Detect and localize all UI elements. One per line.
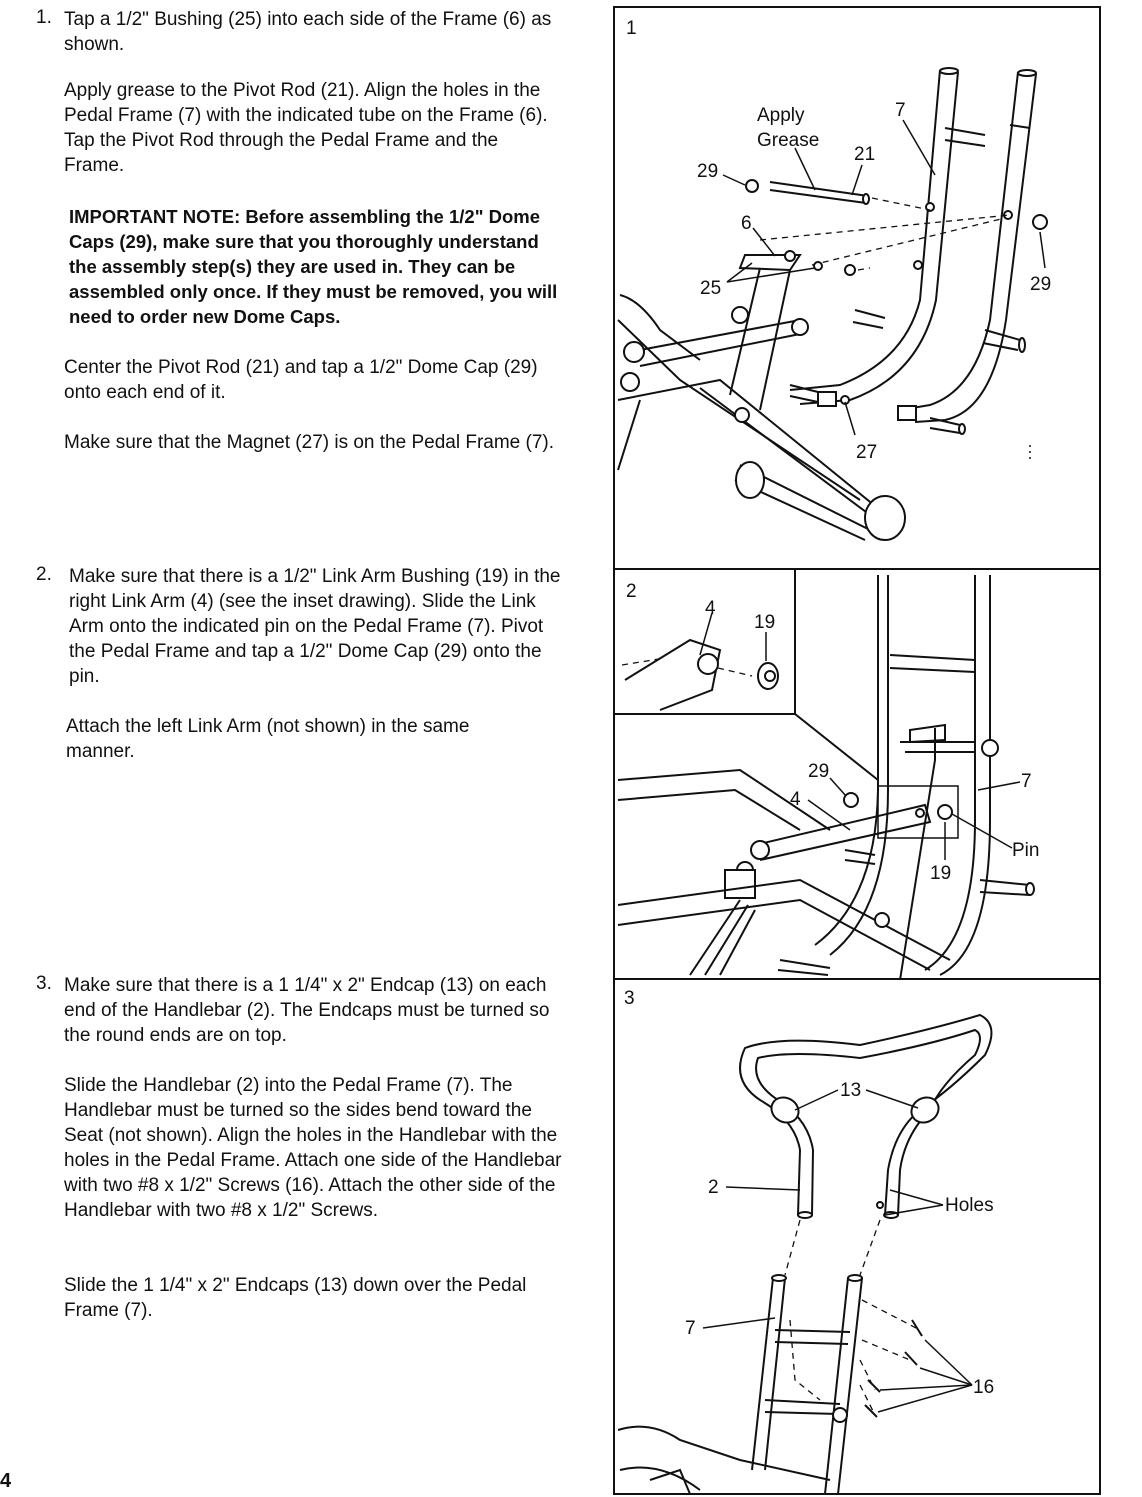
fig2-label-19-inset: 19: [754, 612, 775, 633]
important-note: IMPORTANT NOTE: Before assembling the 1/…: [69, 206, 558, 327]
fig3-label-13: 13: [840, 1080, 861, 1101]
fig1-label-6: 6: [741, 213, 752, 234]
figure-3-number: 3: [624, 988, 635, 1009]
step-1-para-4: Make sure that the Magnet (27) is on the…: [64, 432, 555, 453]
page-number: 4: [0, 1470, 12, 1492]
fig1-label-29-right: 29: [1030, 274, 1051, 295]
figure-frame: [613, 6, 1101, 1495]
fig1-label-29-left: 29: [697, 161, 718, 182]
figure-3: 3 13 2 Holes 7 16: [617, 988, 994, 1495]
step-2-para-2: Attach the left Link Arm (not shown) in …: [66, 716, 470, 762]
figure-1-number: 1: [626, 18, 637, 39]
fig2-label-19: 19: [930, 863, 951, 884]
fig1-label-25: 25: [700, 278, 721, 299]
fig1-label-21: 21: [854, 144, 875, 165]
fig2-label-4-inset: 4: [705, 598, 716, 619]
pedal-frame-7-drawing: [789, 67, 1037, 435]
fig1-label-grease: Grease: [757, 130, 819, 151]
step-2-number: 2.: [36, 564, 52, 585]
fig3-label-2: 2: [708, 1177, 719, 1198]
fig2-label-7: 7: [1021, 771, 1032, 792]
step-1-para-2: Apply grease to the Pivot Rod (21). Alig…: [64, 80, 548, 176]
step-1-number: 1.: [36, 7, 52, 28]
fig3-label-16: 16: [973, 1377, 994, 1398]
step-3-para-2: Slide the Handlebar (2) into the Pedal F…: [64, 1075, 562, 1221]
figure-2-number: 2: [626, 581, 637, 602]
step-3-number: 3.: [36, 973, 52, 994]
figure-2: 2 4 19: [614, 569, 1039, 981]
step-3-para-3: Slide the 1 1/4" x 2" Endcaps (13) down …: [64, 1275, 527, 1321]
figure-1: 1: [617, 18, 1051, 541]
fig1-label-7: 7: [895, 100, 906, 121]
fig2-label-4: 4: [790, 789, 801, 810]
fig3-label-holes: Holes: [945, 1195, 994, 1216]
step-1-para-1: Tap a 1/2" Bushing (25) into each side o…: [64, 9, 552, 55]
fig3-label-7: 7: [685, 1318, 696, 1339]
step-3-para-1: Make sure that there is a 1 1/4" x 2" En…: [64, 975, 550, 1046]
step-2-para-1: Make sure that there is a 1/2" Link Arm …: [69, 566, 561, 687]
fig1-label-apply: Apply: [757, 105, 805, 126]
step-1-para-3: Center the Pivot Rod (21) and tap a 1/2"…: [64, 357, 538, 403]
fig2-label-29: 29: [808, 761, 829, 782]
fig1-label-27: 27: [856, 442, 877, 463]
fig2-label-pin: Pin: [1012, 840, 1039, 861]
